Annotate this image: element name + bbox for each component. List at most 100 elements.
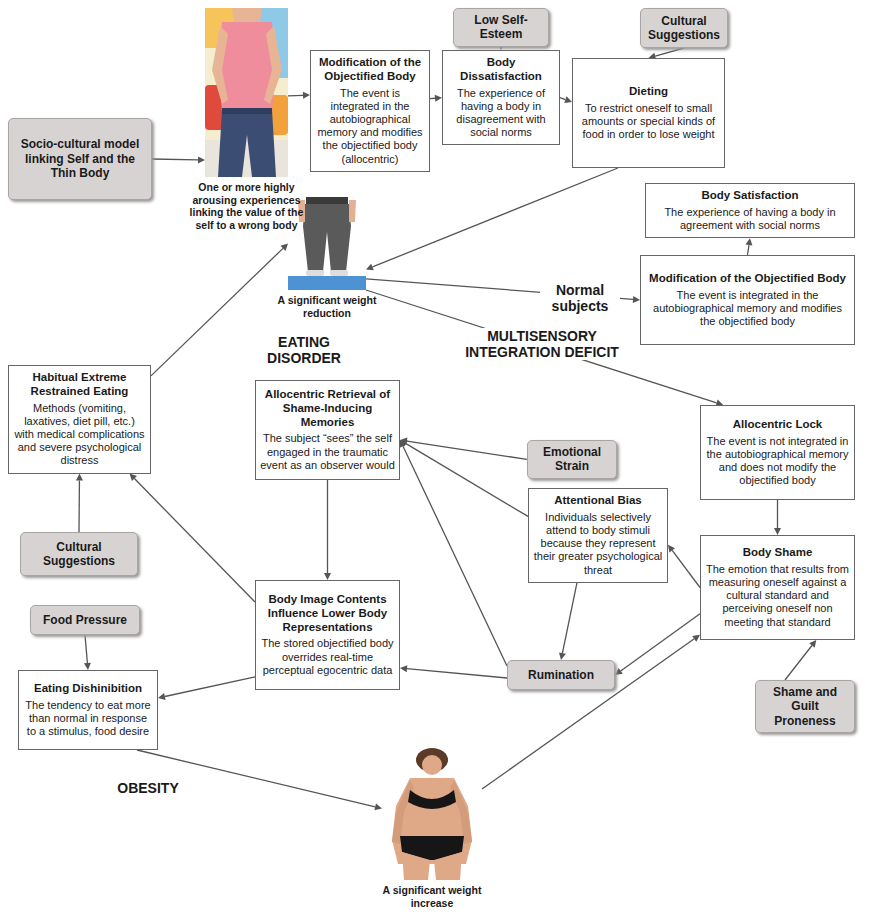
connector-line [406, 444, 528, 517]
arrow-head [158, 693, 166, 700]
photo-shape [232, 8, 262, 22]
connector [288, 92, 310, 99]
factor-label: Cultural Suggestions [646, 14, 722, 43]
process-box: Body Image Contents Influence Lower Body… [255, 580, 400, 690]
arrow-head [615, 668, 623, 675]
box-body: The subject “sees” the self engaged in t… [260, 432, 395, 472]
arrow-head [84, 663, 91, 670]
factor-box: Socio-cultural model linking Self and th… [8, 118, 152, 200]
arrow-head [374, 803, 382, 810]
process-box: Modification of the Objectified BodyThe … [310, 50, 430, 172]
photo-shape [330, 270, 348, 276]
factor-box: Low Self-Esteem [453, 8, 549, 47]
box-heading: Eating Dishinibition [34, 682, 142, 696]
photo-shape [450, 780, 472, 844]
photo-caption: A significant weight increase [372, 884, 492, 909]
process-box: Body DissatisfactionThe experience of ha… [442, 50, 560, 145]
connector-line [372, 168, 617, 267]
arrow-head [130, 474, 137, 481]
connector [746, 238, 753, 255]
photo-shape [349, 200, 356, 222]
box-body: Individuals selectively attend to body s… [533, 511, 663, 577]
box-body: The experience of having a body in agree… [650, 206, 850, 232]
box-body: The tendency to eat more than normal in … [23, 699, 153, 739]
arrow-head [435, 95, 442, 102]
factor-box: Shame and Guilt Proneness [755, 680, 855, 733]
connector [400, 440, 528, 516]
box-heading: Dieting [629, 85, 668, 99]
connector-line [672, 550, 700, 587]
process-box: Modification of the Objectified BodyThe … [640, 255, 855, 345]
arrow-head [692, 635, 700, 642]
process-box: Allocentric Retrieval of Shame-Inducing … [255, 380, 400, 480]
photo-shape [218, 110, 276, 177]
connector [400, 440, 507, 666]
connector [559, 583, 577, 660]
photo-shape [212, 26, 228, 104]
photo-shape [222, 108, 272, 114]
photo-node: One or more highly arousing experiences … [205, 8, 288, 177]
box-heading: Modification of the Objectified Body [315, 56, 425, 84]
photo-node: A significant weight increase [382, 750, 482, 880]
box-body: The stored objectified body overrides re… [260, 637, 395, 677]
connector [785, 640, 816, 680]
photo-shape [264, 26, 282, 104]
photo-shape [306, 270, 324, 276]
connector [152, 156, 205, 163]
photo-shape [382, 750, 482, 880]
box-body: The emotion that results from measuring … [705, 563, 850, 629]
factor-box: Cultural Suggestions [640, 8, 728, 48]
photo-shape [303, 204, 351, 272]
connector [366, 168, 618, 270]
factor-label: Low Self-Esteem [459, 13, 543, 42]
photo-shape [306, 197, 348, 205]
arrow-head [809, 640, 816, 648]
arrow-head [746, 238, 753, 245]
connector [560, 96, 572, 103]
connector-line [327, 480, 328, 573]
factor-box: Emotional Strain [527, 440, 617, 479]
edge-label: MULTISENSORY INTEGRATION DEFICIT [452, 328, 632, 360]
connector-line [562, 583, 577, 653]
connector-line [403, 446, 507, 666]
arrow-head [324, 573, 331, 580]
box-heading: Attentional Bias [554, 494, 642, 508]
connector-line [288, 95, 303, 97]
box-body: To restrict oneself to small amounts or … [577, 102, 720, 142]
connector [774, 500, 781, 535]
process-box: Habitual Extreme Restrained EatingMethod… [8, 365, 151, 474]
factor-label: Emotional Strain [533, 445, 611, 474]
connector-line [137, 750, 375, 807]
connector-line [785, 646, 812, 680]
connector [130, 474, 255, 602]
arrow-head [668, 545, 675, 553]
box-heading: Habitual Extreme Restrained Eating [13, 371, 146, 399]
connector [400, 665, 507, 678]
box-body: The experience of having a body in disag… [447, 87, 555, 140]
arrow-head [76, 474, 83, 481]
connector [84, 635, 91, 670]
connector-line [560, 98, 565, 100]
photo-shape [392, 780, 414, 844]
factor-label: Shame and Guilt Proneness [761, 685, 849, 728]
connector [76, 474, 83, 532]
photo-shape [205, 8, 288, 177]
connector [482, 635, 700, 789]
box-body: Methods (vomiting, laxatives, diet pill,… [13, 402, 146, 468]
process-box: Attentional BiasIndividuals selectively … [528, 488, 668, 583]
edge-label: Normal subjects [540, 282, 620, 314]
connector-line [777, 500, 778, 528]
arrow-head [303, 92, 310, 99]
connector-line [152, 158, 198, 160]
arrow-head [564, 96, 572, 103]
factor-box: Food Pressure [30, 605, 140, 635]
connector [324, 480, 331, 580]
arrow-head [400, 440, 406, 448]
connector-line [407, 669, 507, 678]
edge-label: EATING DISORDER [256, 334, 352, 366]
process-box: Allocentric LockThe event is not integra… [700, 405, 855, 500]
connector-line [748, 245, 749, 255]
connector [668, 545, 700, 588]
arrow-head [400, 665, 407, 672]
photo-shape [392, 778, 472, 864]
